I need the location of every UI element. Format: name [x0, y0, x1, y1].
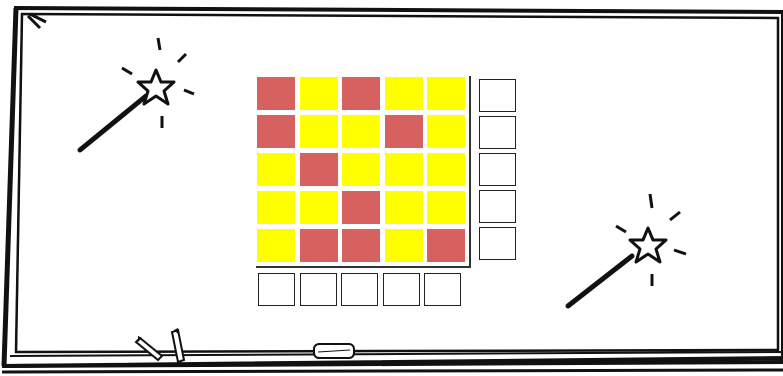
grid-cell[interactable]	[426, 228, 466, 263]
grid-cell[interactable]	[341, 114, 381, 149]
column-answer-box[interactable]	[383, 273, 420, 306]
color-grid	[256, 76, 466, 264]
grid-edge-vertical	[469, 76, 471, 268]
grid-cell[interactable]	[299, 228, 339, 263]
magic-wand-icon	[560, 190, 690, 314]
grid-edge-horizontal	[256, 266, 471, 268]
grid-cell[interactable]	[426, 190, 466, 225]
column-answer-box[interactable]	[341, 273, 378, 306]
grid-cell[interactable]	[341, 152, 381, 187]
grid-cell[interactable]	[426, 114, 466, 149]
grid-cell[interactable]	[426, 76, 466, 111]
grid-cell[interactable]	[299, 76, 339, 111]
grid-cell[interactable]	[384, 190, 424, 225]
column-answer-box[interactable]	[258, 273, 295, 306]
row-answer-box[interactable]	[479, 153, 516, 186]
grid-cell[interactable]	[384, 76, 424, 111]
grid-cell[interactable]	[299, 152, 339, 187]
row-answer-box[interactable]	[479, 116, 516, 149]
column-answer-row	[258, 273, 461, 306]
grid-cell[interactable]	[256, 190, 296, 225]
row-answer-box[interactable]	[479, 227, 516, 260]
grid-cell[interactable]	[341, 76, 381, 111]
column-answer-box[interactable]	[300, 273, 337, 306]
grid-cell[interactable]	[256, 228, 296, 263]
grid-cell[interactable]	[256, 114, 296, 149]
grid-cell[interactable]	[256, 76, 296, 111]
grid-cell[interactable]	[384, 152, 424, 187]
row-answer-box[interactable]	[479, 79, 516, 112]
magic-wand-icon	[74, 34, 204, 158]
grid-cell[interactable]	[256, 152, 296, 187]
grid-cell[interactable]	[341, 190, 381, 225]
grid-cell[interactable]	[299, 190, 339, 225]
grid-cell[interactable]	[384, 228, 424, 263]
grid-cell[interactable]	[384, 114, 424, 149]
eraser-icon	[310, 340, 362, 364]
column-answer-box[interactable]	[424, 273, 461, 306]
grid-cell[interactable]	[341, 228, 381, 263]
grid-cell[interactable]	[299, 114, 339, 149]
row-answer-column	[479, 79, 516, 260]
chalk-pieces-icon	[134, 326, 204, 366]
grid-cell[interactable]	[426, 152, 466, 187]
row-answer-box[interactable]	[479, 190, 516, 223]
